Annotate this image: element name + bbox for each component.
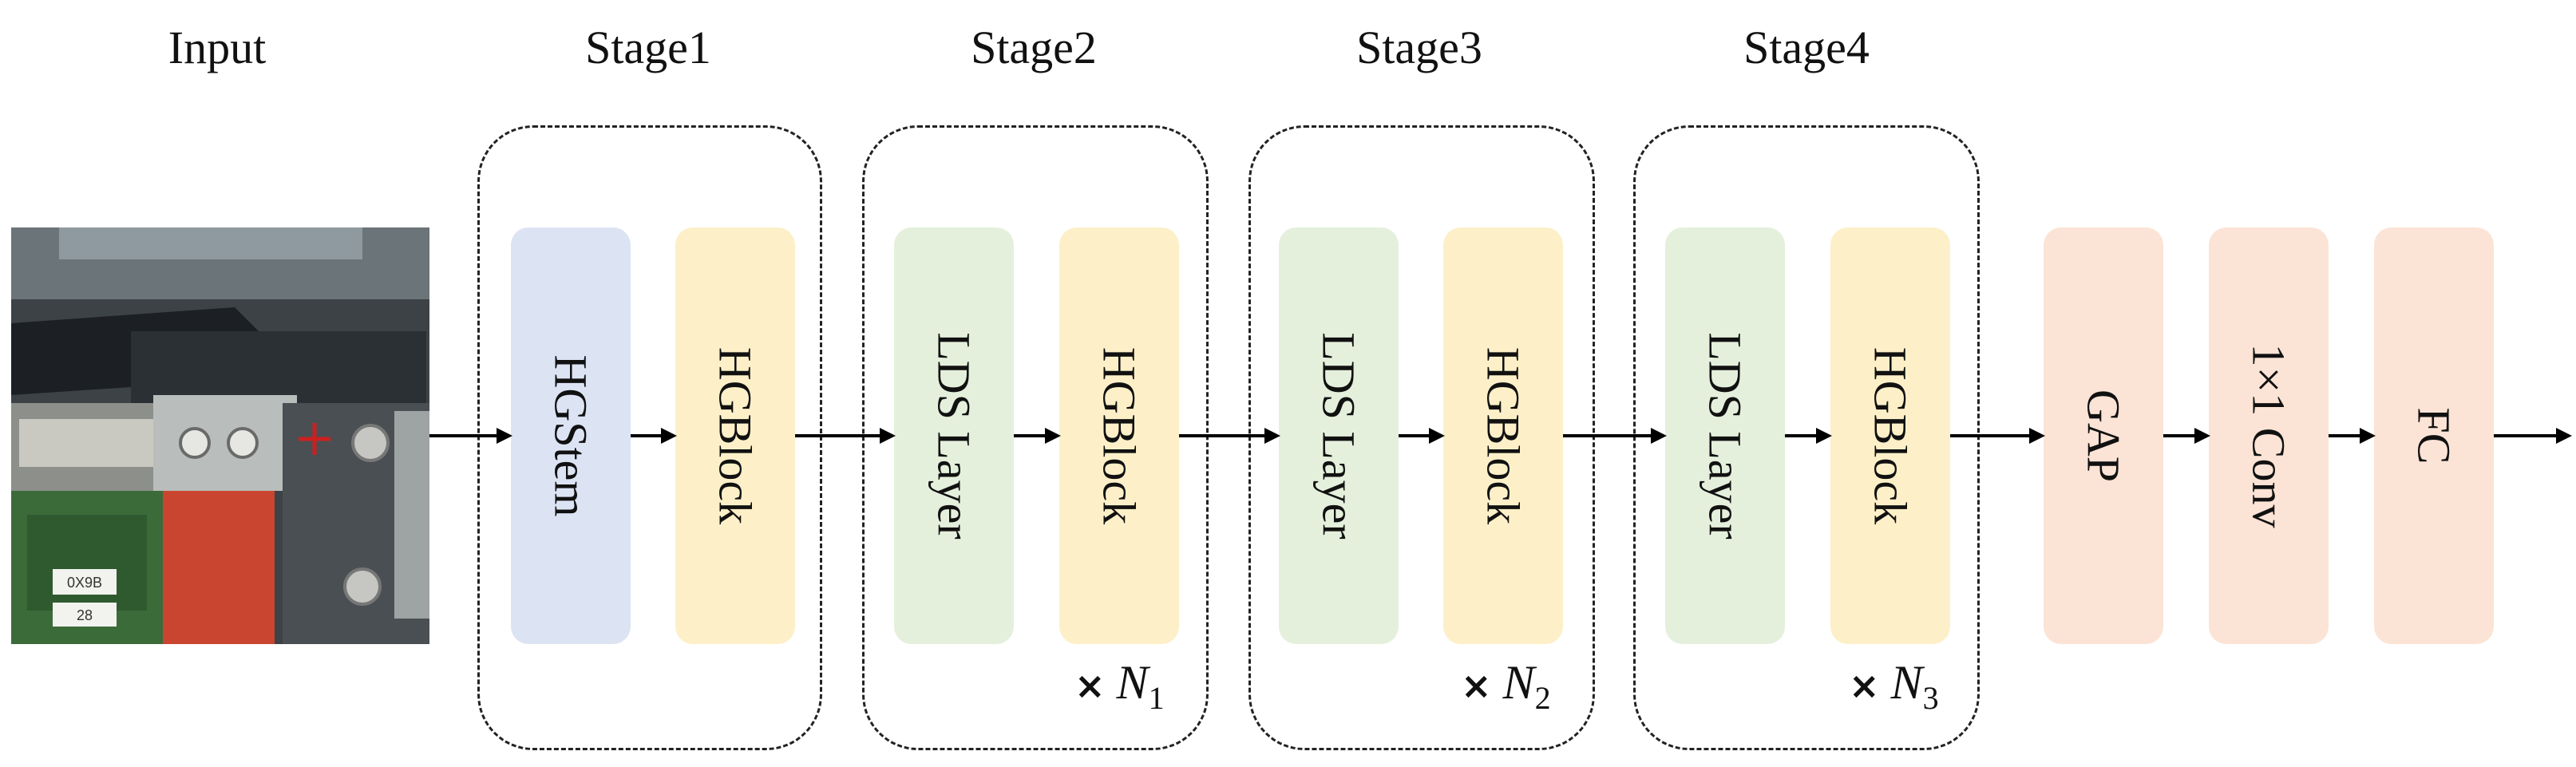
stage4-container xyxy=(1633,125,1980,750)
stage3-repeat: ×N2 xyxy=(1461,656,1551,716)
stage2-lds-layer-label: LDS Layer xyxy=(928,332,980,540)
stage2-title: Stage2 xyxy=(971,22,1097,73)
conv1x1-block: 1×1 Conv xyxy=(2209,227,2329,644)
stage3-lds-layer: LDS Layer xyxy=(1279,227,1399,644)
stage2-hgblock-label: HGBlock xyxy=(1093,346,1146,525)
stage1-title: Stage1 xyxy=(585,22,711,73)
input-title: Input xyxy=(168,22,267,73)
input-image: 0X9B 28 xyxy=(11,227,429,644)
fc-label: FC xyxy=(2408,407,2460,465)
arrowhead-10 xyxy=(2194,428,2210,444)
arrowhead-11 xyxy=(2360,428,2376,444)
fc-block: FC xyxy=(2374,227,2494,644)
stage3-container xyxy=(1248,125,1595,750)
gap-label: GAP xyxy=(2077,389,2130,483)
stage3-hgblock-label: HGBlock xyxy=(1477,346,1529,525)
stage3-title: Stage3 xyxy=(1356,22,1482,73)
stage4-repeat: ×N3 xyxy=(1849,656,1939,716)
stage2-lds-layer: LDS Layer xyxy=(894,227,1014,644)
stage4-title: Stage4 xyxy=(1743,22,1870,73)
stage4-hgblock-label: HGBlock xyxy=(1864,346,1917,525)
hgstem-block: HGStem xyxy=(511,227,631,644)
stage3-lds-layer-label: LDS Layer xyxy=(1312,332,1365,540)
stage4-lds-layer: LDS Layer xyxy=(1665,227,1785,644)
stage2-repeat: ×N1 xyxy=(1074,656,1165,716)
stage2-hgblock: HGBlock xyxy=(1059,227,1179,644)
stage3-hgblock: HGBlock xyxy=(1443,227,1563,644)
gap-block: GAP xyxy=(2044,227,2163,644)
stage4-lds-layer-label: LDS Layer xyxy=(1699,332,1751,540)
stage4-hgblock: HGBlock xyxy=(1830,227,1950,644)
conv1x1-label: 1×1 Conv xyxy=(2242,343,2295,528)
stage1-container xyxy=(477,125,822,750)
arrowhead-12 xyxy=(2556,428,2572,444)
stage1-hgblock-label: HGBlock xyxy=(709,346,762,525)
stage2-container xyxy=(862,125,1209,750)
arrowhead-9 xyxy=(2029,428,2045,444)
input-sticker-b: 28 xyxy=(77,607,93,623)
stage1-hgblock: HGBlock xyxy=(675,227,795,644)
input-sticker-a: 0X9B xyxy=(67,575,102,591)
hgstem-label: HGStem xyxy=(544,354,597,517)
